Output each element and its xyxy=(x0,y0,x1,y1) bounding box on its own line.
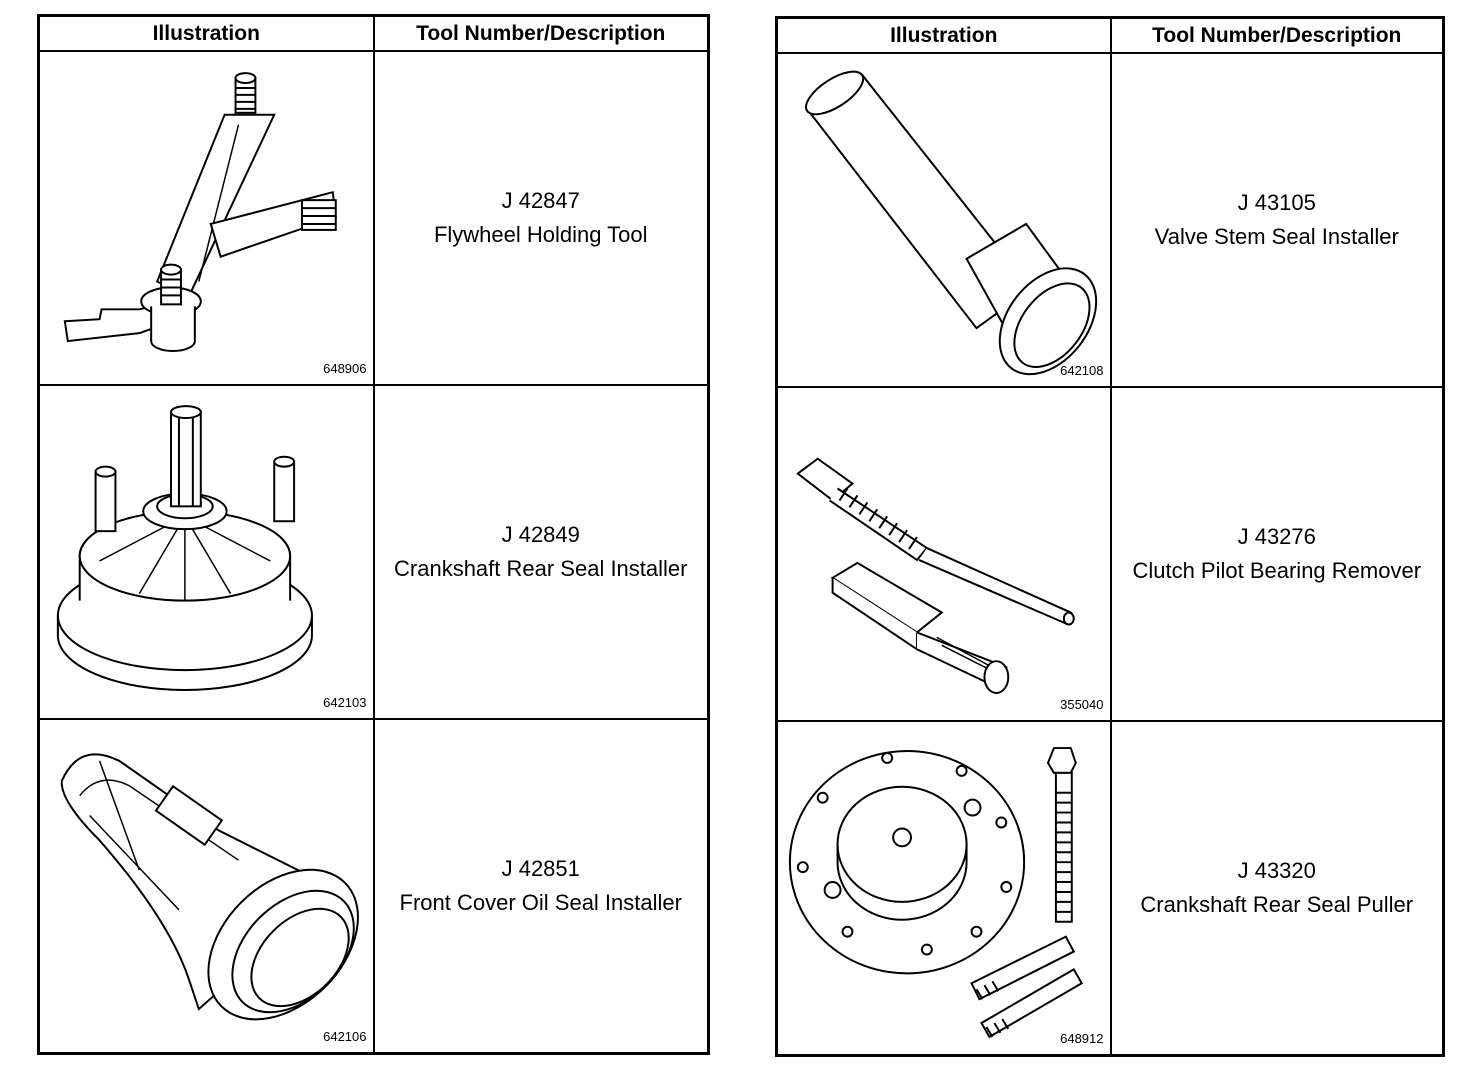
tool-description-cell: J 43105 Valve Stem Seal Installer xyxy=(1109,52,1445,388)
tool-name: Valve Stem Seal Installer xyxy=(1154,224,1399,249)
tool-number: J 43320 xyxy=(1237,858,1316,883)
figure-number: 355040 xyxy=(1060,697,1104,712)
tool-name: Front Cover Oil Seal Installer xyxy=(399,890,682,915)
figure-number: 642103 xyxy=(323,695,367,710)
tool-table-left: Illustration Tool Number/Description xyxy=(37,14,710,1055)
figure-number: 648912 xyxy=(1060,1031,1104,1046)
table-row: 648906 J 42847 Flywheel Holding Tool xyxy=(37,50,710,386)
header-illustration: Illustration xyxy=(775,16,1112,54)
tool-number: J 43276 xyxy=(1237,524,1316,549)
tool-number: J 42849 xyxy=(501,522,580,547)
figure-number: 648906 xyxy=(323,361,367,376)
header-illustration: Illustration xyxy=(37,14,375,52)
table-row: 642108 J 43105 Valve Stem Seal Installer xyxy=(775,52,1445,388)
flywheel-holding-tool-drawing xyxy=(63,72,337,352)
tool-description-cell: J 42851 Front Cover Oil Seal Installer xyxy=(372,718,710,1055)
valve-stem-seal-installer-drawing xyxy=(805,70,1098,376)
header-tool-description: Tool Number/Description xyxy=(372,14,710,52)
clutch-pilot-bearing-remover-drawing xyxy=(796,457,1075,694)
table-row: 648912 J 43320 Crankshaft Rear Seal Pull… xyxy=(775,720,1445,1057)
tool-description-cell: J 42849 Crankshaft Rear Seal Installer xyxy=(372,384,710,720)
crankshaft-rear-seal-installer-drawing xyxy=(56,405,313,691)
tool-number: J 42851 xyxy=(501,856,580,881)
header-tool-description: Tool Number/Description xyxy=(1109,16,1445,54)
figure-number: 642108 xyxy=(1060,363,1104,378)
tool-name: Clutch Pilot Bearing Remover xyxy=(1132,558,1422,583)
table-row: 642106 J 42851 Front Cover Oil Seal Inst… xyxy=(37,718,710,1055)
illustration-cell: 648912 xyxy=(775,720,1112,1057)
illustration-cell: 642103 xyxy=(37,384,375,720)
table-row: 355040 J 43276 Clutch Pilot Bearing Remo… xyxy=(775,386,1445,722)
illustration-cell: 648906 xyxy=(37,50,375,386)
tool-number: J 43105 xyxy=(1237,190,1316,215)
crankshaft-rear-seal-puller-drawing xyxy=(788,747,1084,1039)
figure-number: 642106 xyxy=(323,1029,367,1044)
tool-name: Flywheel Holding Tool xyxy=(433,222,648,247)
tool-name: Crankshaft Rear Seal Installer xyxy=(394,556,688,581)
tool-description-cell: J 43320 Crankshaft Rear Seal Puller xyxy=(1109,720,1445,1057)
illustration-cell: 355040 xyxy=(775,386,1112,722)
illustration-cell: 642108 xyxy=(775,52,1112,388)
tool-name: Crankshaft Rear Seal Puller xyxy=(1140,892,1414,917)
table-row: 642103 J 42849 Crankshaft Rear Seal Inst… xyxy=(37,384,710,720)
tool-description-cell: J 43276 Clutch Pilot Bearing Remover xyxy=(1109,386,1445,722)
tool-table-right: Illustration Tool Number/Description 642… xyxy=(775,16,1445,1057)
tool-description-cell: J 42847 Flywheel Holding Tool xyxy=(372,50,710,386)
illustration-cell: 642106 xyxy=(37,718,375,1055)
tool-number: J 42847 xyxy=(501,188,580,213)
front-cover-oil-seal-installer-drawing xyxy=(60,753,359,1021)
